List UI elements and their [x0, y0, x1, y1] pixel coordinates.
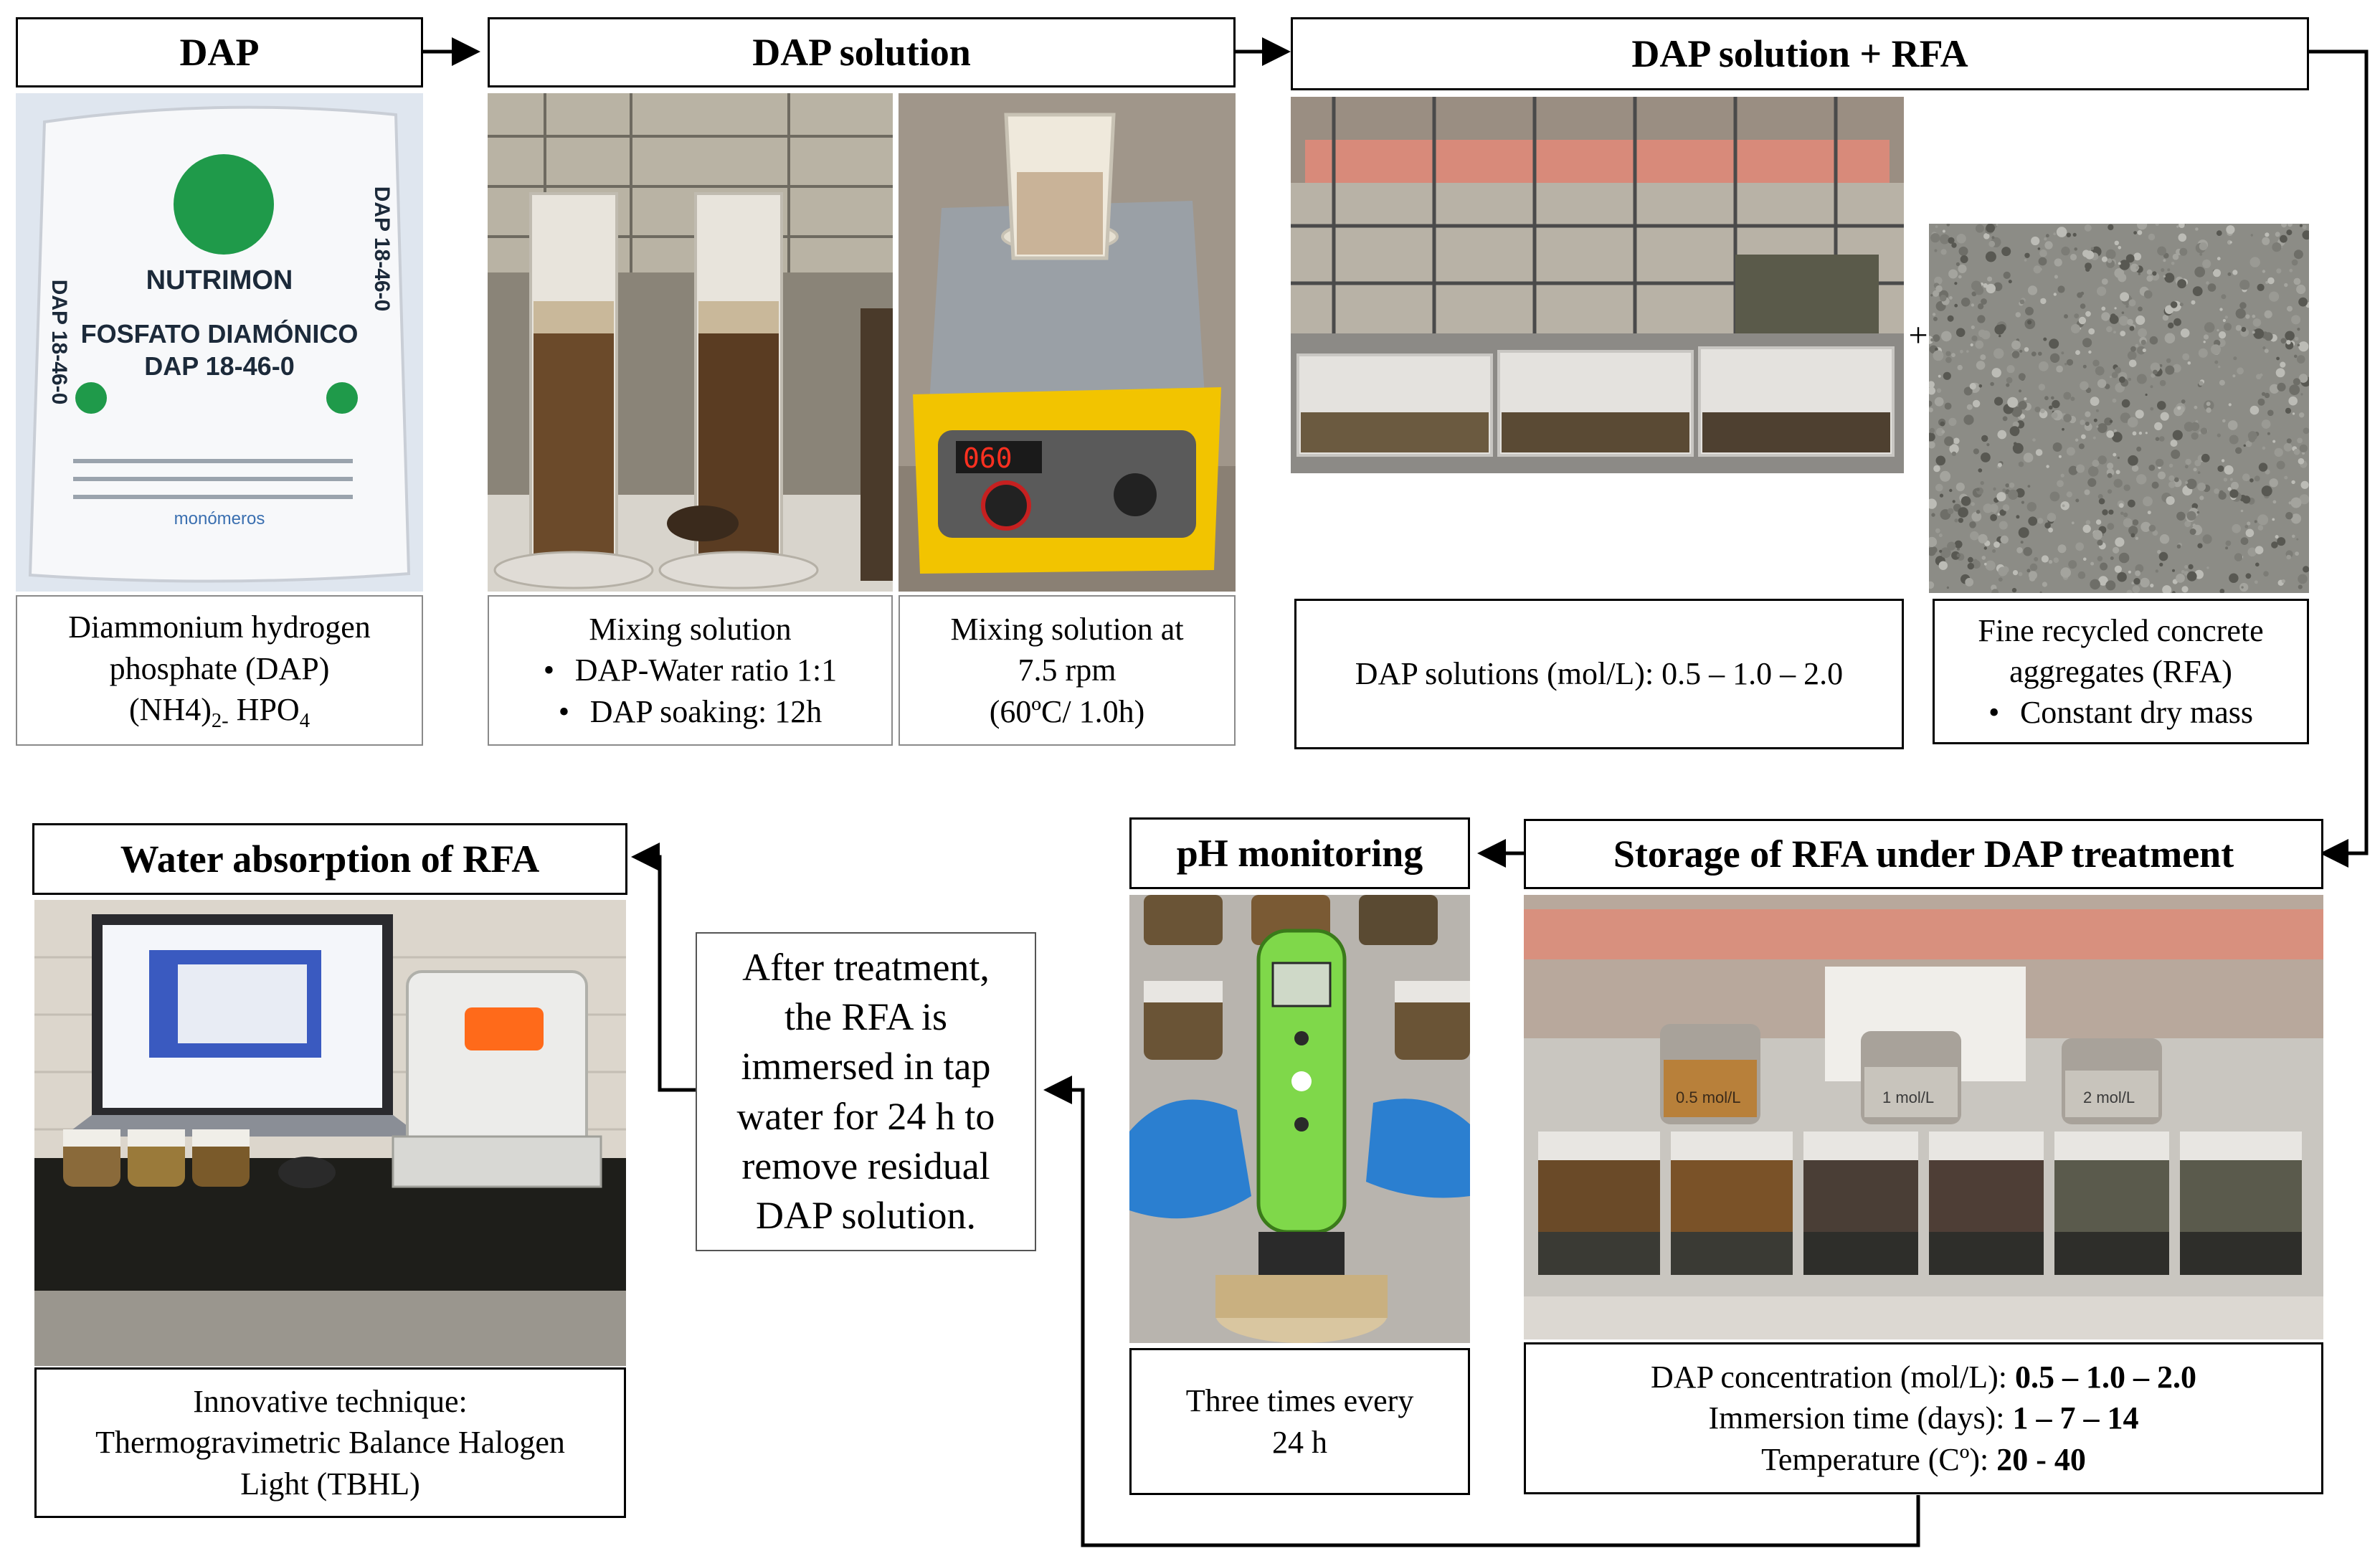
storage-caption: DAP concentration (mol/L): 0.5 – 1.0 – 2… — [1524, 1342, 2323, 1494]
solution-bullet-ratio: DAP-Water ratio 1:1 — [544, 650, 837, 691]
jar-label-1: 1 mol/L — [1882, 1088, 1934, 1106]
solution-caption-line1: Mixing solution — [589, 612, 792, 647]
storage-immersion-time: Immersion time (days): 1 – 7 – 14 — [1708, 1400, 2139, 1436]
bag-maker: monómeros — [174, 509, 265, 528]
rfa-bullet-dry-mass: Constant dry mass — [1988, 692, 2253, 733]
hotplate-photo: 060 — [899, 93, 1236, 592]
arrow-storage-to-after — [1043, 1076, 1920, 1547]
rfa-caption-line2: aggregates (RFA) — [2009, 653, 2232, 689]
tbhl-line3: Light (TBHL) — [240, 1466, 420, 1502]
after-line-1: After treatment, — [742, 946, 990, 990]
lab-containers-photo — [1291, 97, 1904, 473]
solution-bullet-soaking: DAP soaking: 12h — [559, 691, 822, 732]
water-absorption-title: Water absorption of RFA — [120, 838, 540, 881]
bag-side-text-right: DAP 18-46-0 — [370, 186, 394, 312]
dap-caption-line1: Diammonium hydrogen — [68, 609, 371, 645]
dap-header: DAP — [16, 17, 423, 87]
ph-meter-photo — [1129, 895, 1470, 1343]
mixing-line2: 7.5 rpm — [1018, 653, 1116, 688]
storage-jars-photo: 0.5 mol/L 1 mol/L 2 mol/L — [1524, 895, 2323, 1339]
rfa-caption-line1: Fine recycled concrete — [1978, 612, 2264, 648]
after-line-4: water for 24 h to — [736, 1094, 995, 1138]
dap-rfa-caption-left: DAP solutions (mol/L): 0.5 – 1.0 – 2.0 — [1294, 599, 1904, 749]
jar-label-0-5: 0.5 mol/L — [1676, 1088, 1741, 1106]
after-line-2: the RFA is — [784, 995, 948, 1039]
storage-concentration: DAP concentration (mol/L): 0.5 – 1.0 – 2… — [1651, 1360, 2196, 1395]
dap-rfa-caption-right: Fine recycled concrete aggregates (RFA) … — [1933, 599, 2309, 744]
water-absorption-caption: Innovative technique: Thermogravimetric … — [34, 1367, 626, 1518]
dap-solutions-concentrations: DAP solutions (mol/L): 0.5 – 1.0 – 2.0 — [1355, 656, 1844, 692]
ph-title: pH monitoring — [1176, 832, 1423, 875]
dap-caption: Diammonium hydrogen phosphate (DAP) (NH4… — [16, 595, 423, 746]
plus-sign: + — [1908, 316, 1928, 354]
tbhl-line1: Innovative technique: — [193, 1384, 468, 1420]
dap-rfa-title: DAP solution + RFA — [1631, 32, 1968, 75]
dap-caption-line2: phosphate (DAP) — [109, 650, 330, 686]
arrow-rfa-to-storage — [2309, 49, 2369, 868]
bag-brand: NUTRIMON — [146, 265, 293, 295]
rfa-aggregates-photo — [1929, 224, 2309, 593]
tbhl-line2: Thermogravimetric Balance Halogen — [95, 1425, 565, 1461]
bag-product-line2: DAP 18-46-0 — [144, 351, 295, 381]
dap-solution-title: DAP solution — [752, 31, 971, 74]
dap-solution-caption-left: Mixing solution DAP-Water ratio 1:1 DAP … — [488, 595, 893, 746]
storage-temperature: Temperature (Cº): 20 - 40 — [1761, 1441, 2086, 1477]
ph-caption-line1: Three times every — [1185, 1383, 1414, 1419]
dap-formula: (NH4)2- HPO4 — [128, 691, 310, 732]
bag-product-line1: FOSFATO DIAMÓNICO — [80, 319, 359, 348]
after-line-5: remove residual — [741, 1144, 990, 1187]
storage-title: Storage of RFA under DAP treatment — [1613, 832, 2234, 876]
hotplate-display: 060 — [963, 442, 1013, 474]
bag-side-text-left: DAP 18-46-0 — [47, 279, 71, 405]
storage-header: Storage of RFA under DAP treatment — [1524, 819, 2323, 889]
cylinders-photo — [488, 93, 893, 592]
dap-solution-caption-right: Mixing solution at 7.5 rpm (60ºC/ 1.0h) — [899, 595, 1236, 746]
dap-title: DAP — [179, 31, 260, 74]
dap-solution-header: DAP solution — [488, 17, 1236, 87]
after-treatment-note: After treatment, the RFA is immersed in … — [696, 932, 1036, 1251]
ph-caption: Three times every 24 h — [1129, 1348, 1470, 1495]
ph-caption-line2: 24 h — [1272, 1424, 1327, 1460]
dap-rfa-header: DAP solution + RFA — [1291, 17, 2309, 90]
mixing-line3: (60ºC/ 1.0h) — [989, 693, 1145, 729]
jar-label-2: 2 mol/L — [2083, 1088, 2135, 1106]
after-line-6: DAP solution. — [755, 1193, 977, 1237]
water-absorption-header: Water absorption of RFA — [32, 823, 627, 895]
after-line-3: immersed in tap — [741, 1045, 991, 1088]
dap-bag-photo: NUTRIMON FOSFATO DIAMÓNICO DAP 18-46-0 D… — [16, 93, 423, 592]
tbhl-setup-photo — [34, 900, 626, 1366]
arrow-after-to-water — [631, 843, 696, 1092]
mixing-line1: Mixing solution at — [950, 612, 1184, 647]
ph-header: pH monitoring — [1129, 817, 1470, 889]
